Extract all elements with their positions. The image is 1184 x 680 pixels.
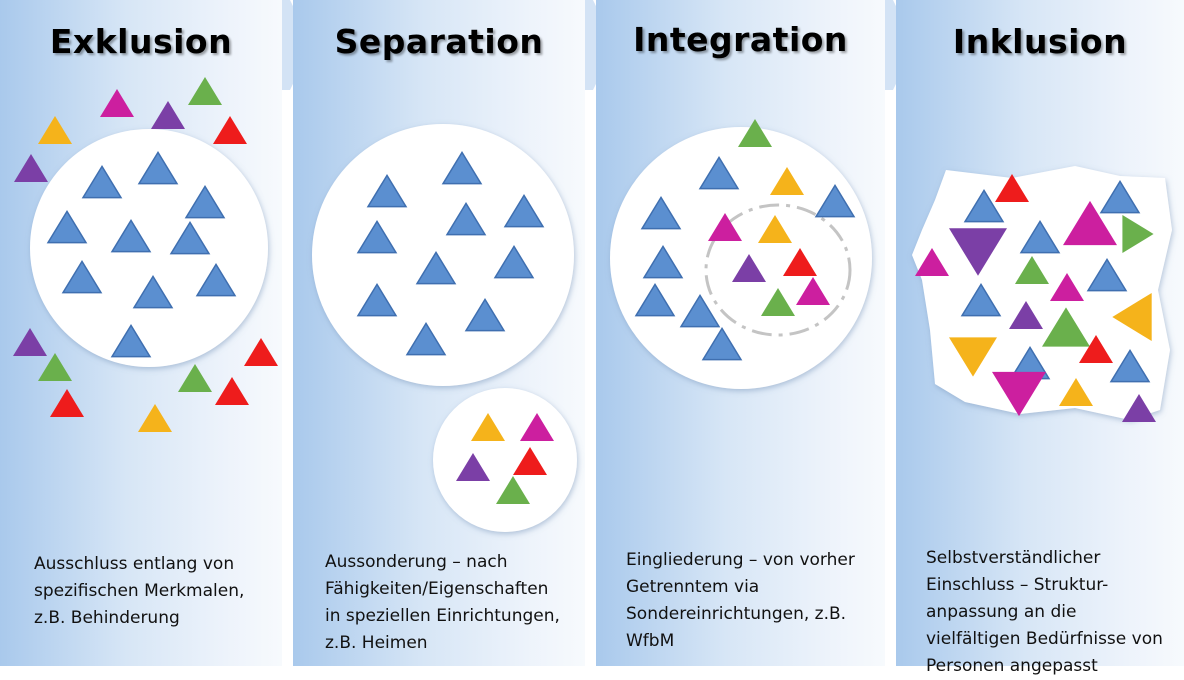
green-triangle-icon	[178, 364, 212, 392]
yellow-triangle-icon	[471, 413, 505, 441]
green-triangle-icon	[1042, 307, 1090, 347]
magenta-triangle-icon	[796, 277, 830, 305]
blue-triangle-icon	[405, 321, 447, 356]
blue-triangle-icon	[679, 293, 721, 328]
red-triangle-icon	[50, 389, 84, 417]
blue-triangle-icon	[503, 193, 545, 228]
group-circle-separation-main	[312, 124, 574, 386]
stage-description-exklusion: Ausschluss entlang von spezifischen Merk…	[34, 554, 245, 628]
blue-triangle-icon	[493, 244, 535, 279]
magenta-triangle-icon	[708, 213, 742, 241]
yellow-triangle-icon	[758, 215, 792, 243]
blue-triangle-icon	[445, 201, 487, 236]
blue-triangle-icon	[61, 259, 103, 294]
blue-triangle-icon	[356, 282, 398, 317]
blue-triangle-icon	[132, 274, 174, 309]
magenta-triangle-icon	[100, 89, 134, 117]
red-triangle-icon	[995, 174, 1029, 202]
stage-description-separation: Aussonderung – nach Fähigkeiten/Eigensch…	[325, 552, 560, 653]
stage-title-separation: Separation	[334, 22, 544, 61]
purple-triangle-icon	[14, 154, 48, 182]
stage-title-exklusion: Exklusion	[49, 22, 233, 61]
blue-triangle-icon	[1019, 219, 1061, 254]
group-circle-exklusion	[30, 129, 268, 367]
dashed-subgroup-ring	[704, 203, 852, 337]
yellow-triangle-icon	[138, 404, 172, 432]
blue-triangle-icon	[698, 155, 740, 190]
red-triangle-icon	[215, 377, 249, 405]
blue-triangle-icon	[960, 282, 1002, 317]
blue-triangle-icon	[1099, 179, 1141, 214]
green-triangle-icon	[188, 77, 222, 105]
red-triangle-icon	[783, 248, 817, 276]
yellow-triangle-icon	[949, 337, 997, 377]
magenta-triangle-icon	[992, 371, 1046, 417]
stage-panel-exklusion: Exklusion Ausschluss entlang von spezifi…	[0, 0, 282, 666]
blue-triangle-icon	[1086, 257, 1128, 292]
blue-triangle-icon	[184, 184, 226, 219]
red-triangle-icon	[1079, 335, 1113, 363]
magenta-triangle-icon	[1063, 200, 1117, 246]
blue-triangle-icon	[356, 219, 398, 254]
green-triangle-icon	[1122, 215, 1154, 253]
purple-triangle-icon	[151, 101, 185, 129]
blue-triangle-icon	[110, 323, 152, 358]
yellow-triangle-icon	[38, 116, 72, 144]
green-triangle-icon	[496, 476, 530, 504]
blue-triangle-icon	[701, 326, 743, 361]
red-triangle-icon	[513, 447, 547, 475]
green-triangle-icon	[38, 353, 72, 381]
blue-triangle-icon	[640, 195, 682, 230]
group-circle-separation-small	[433, 388, 577, 532]
green-triangle-icon	[1015, 256, 1049, 284]
group-circle-integration	[610, 127, 872, 389]
blue-triangle-icon	[642, 244, 684, 279]
blue-triangle-icon	[814, 183, 856, 218]
stage-title-integration: Integration	[633, 20, 848, 59]
blue-triangle-icon	[110, 218, 152, 253]
blue-triangle-icon	[963, 188, 1005, 223]
stage-description-integration: Eingliederung – von vorher Getrenntem vi…	[626, 550, 855, 651]
stage-title-inklusion: Inklusion	[952, 22, 1128, 61]
purple-triangle-icon	[456, 453, 490, 481]
yellow-triangle-icon	[1059, 378, 1093, 406]
purple-triangle-icon	[13, 328, 47, 356]
magenta-triangle-icon	[915, 248, 949, 276]
blue-triangle-icon	[464, 297, 506, 332]
diagram-artwork	[13, 77, 1172, 532]
purple-triangle-icon	[1122, 394, 1156, 422]
blue-triangle-icon	[1109, 348, 1151, 383]
blue-triangle-icon	[441, 150, 483, 185]
blue-triangle-icon	[634, 282, 676, 317]
purple-triangle-icon	[949, 228, 1007, 276]
blue-triangle-icon	[195, 262, 237, 297]
purple-triangle-icon	[1009, 301, 1043, 329]
blue-triangle-icon	[169, 220, 211, 255]
magenta-triangle-icon	[1050, 273, 1084, 301]
magenta-triangle-icon	[520, 413, 554, 441]
red-triangle-icon	[213, 116, 247, 144]
blue-triangle-icon	[366, 173, 408, 208]
yellow-triangle-icon	[770, 167, 804, 195]
green-triangle-icon	[738, 119, 772, 147]
blue-triangle-icon	[81, 164, 123, 199]
blue-triangle-icon	[46, 209, 88, 244]
blue-triangle-icon	[137, 150, 179, 185]
blue-triangle-icon	[415, 250, 457, 285]
purple-triangle-icon	[732, 254, 766, 282]
green-triangle-icon	[761, 288, 795, 316]
yellow-triangle-icon	[1112, 293, 1152, 341]
red-triangle-icon	[244, 338, 278, 366]
